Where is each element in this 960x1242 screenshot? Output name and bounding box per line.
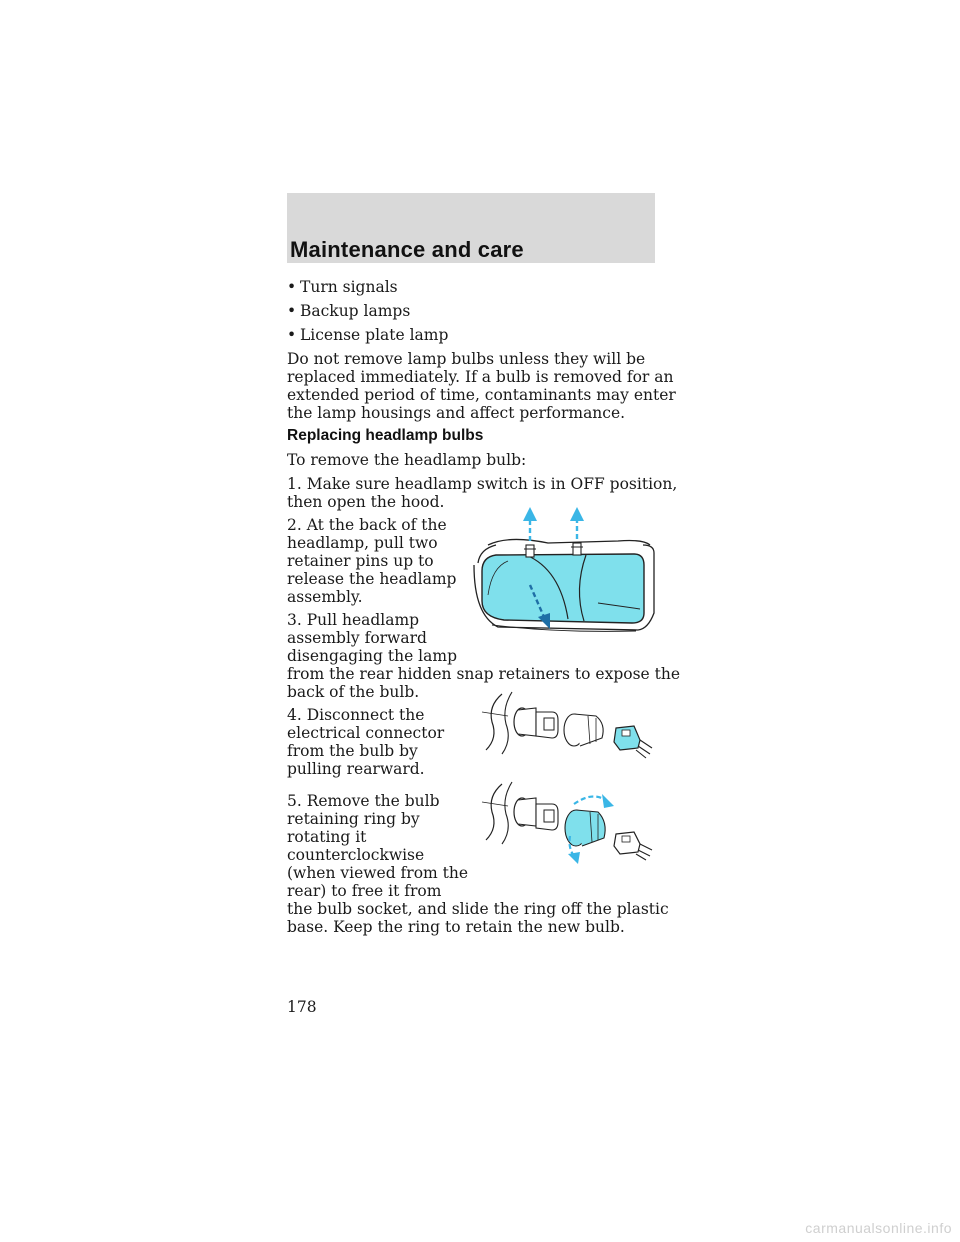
retaining-ring-illustration (481, 781, 653, 864)
step-5-line: base. Keep the ring to retain the new bu… (287, 918, 625, 936)
step-4-line: from the bulb by (287, 742, 418, 760)
step-2-line: assembly. (287, 588, 363, 606)
paragraph-line: the lamp housings and affect performance… (287, 404, 626, 422)
list-item-text: Turn signals (300, 278, 398, 296)
step-3-line: from the rear hidden snap retainers to e… (287, 665, 681, 683)
bullet-icon: • (287, 326, 297, 344)
list-item-text: License plate lamp (300, 326, 449, 344)
step-5-line: rear) to free it from (287, 882, 442, 900)
intro-text: To remove the headlamp bulb: (287, 451, 527, 469)
list-item: •Turn signals (287, 278, 398, 296)
step-4-line: 4. Disconnect the (287, 706, 425, 724)
page-number: 178 (287, 998, 317, 1016)
paragraph-line: Do not remove lamp bulbs unless they wil… (287, 350, 646, 368)
step-3-line: disengaging the lamp (287, 647, 457, 665)
step-2-line: retainer pins up to (287, 552, 434, 570)
list-item: •Backup lamps (287, 302, 410, 320)
list-item-text: Backup lamps (300, 302, 411, 320)
step-5-line: retaining ring by (287, 810, 420, 828)
bullet-icon: • (287, 278, 297, 296)
watermark-text: carmanualsonline.info (805, 1220, 952, 1236)
list-item: •License plate lamp (287, 326, 448, 344)
step-4-line: electrical connector (287, 724, 445, 742)
section-header-band (287, 193, 655, 263)
paragraph-line: extended period of time, contaminants ma… (287, 386, 676, 404)
step-3-line: assembly forward (287, 629, 427, 647)
step-2-line: 2. At the back of the (287, 516, 447, 534)
step-2-line: headlamp, pull two (287, 534, 438, 552)
headlamp-assembly-illustration (473, 507, 655, 632)
step-3-line: 3. Pull headlamp (287, 611, 420, 629)
bulb-connector-illustration (481, 691, 653, 759)
step-5-line: counterclockwise (287, 846, 425, 864)
step-5-line: 5. Remove the bulb (287, 792, 440, 810)
step-3-line: back of the bulb. (287, 683, 420, 701)
subheading: Replacing headlamp bulbs (287, 427, 484, 444)
step-1-line: then open the hood. (287, 493, 445, 511)
step-1-line: 1. Make sure headlamp switch is in OFF p… (287, 475, 678, 493)
step-5-line: (when viewed from the (287, 864, 469, 882)
step-4-line: pulling rearward. (287, 760, 425, 778)
bullet-icon: • (287, 302, 297, 320)
section-title: Maintenance and care (290, 237, 524, 262)
step-2-line: release the headlamp (287, 570, 457, 588)
step-5-line: rotating it (287, 828, 367, 846)
paragraph-line: replaced immediately. If a bulb is remov… (287, 368, 674, 386)
step-5-line: the bulb socket, and slide the ring off … (287, 900, 669, 918)
